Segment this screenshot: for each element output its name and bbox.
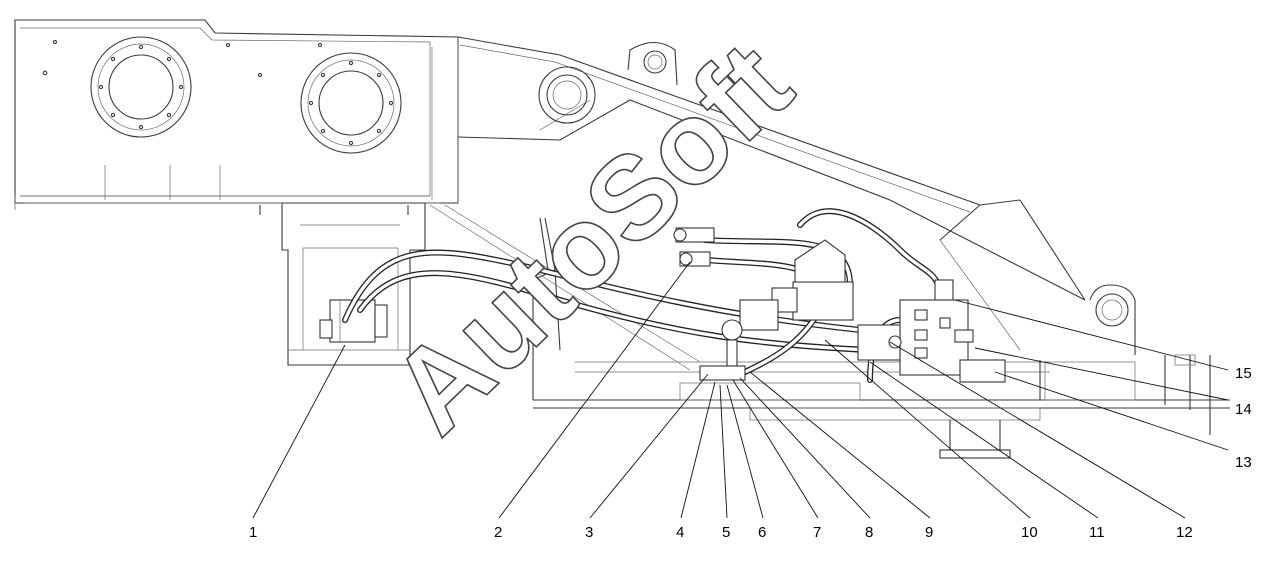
callout-6: 6 bbox=[758, 524, 766, 541]
callout-2: 2 bbox=[494, 524, 502, 541]
hydraulic-pump bbox=[319, 299, 388, 343]
callout-14: 14 bbox=[1235, 401, 1252, 418]
control-valve bbox=[673, 227, 854, 381]
callout-7: 7 bbox=[813, 524, 821, 541]
right-flange bbox=[300, 52, 402, 154]
callout-11: 11 bbox=[1089, 524, 1105, 541]
leader-lines bbox=[252, 261, 1229, 519]
valve-block bbox=[857, 279, 1006, 383]
callout-3: 3 bbox=[585, 524, 593, 541]
callout-4: 4 bbox=[676, 524, 684, 541]
callout-10: 10 bbox=[1021, 524, 1038, 541]
callout-13: 13 bbox=[1235, 454, 1252, 471]
callout-1: 1 bbox=[249, 524, 257, 541]
left-bracket bbox=[259, 202, 426, 366]
callout-5: 5 bbox=[722, 524, 730, 541]
left-flange bbox=[90, 36, 192, 138]
boom-arm bbox=[457, 36, 1211, 435]
svg-text:AutoSoft: AutoSoft bbox=[366, 18, 816, 459]
callout-15: 15 bbox=[1235, 365, 1252, 382]
callout-numbers: 1 2 3 4 5 6 7 8 9 10 11 12 13 14 15 bbox=[249, 365, 1252, 541]
watermark: AutoSoft bbox=[366, 17, 818, 460]
callout-8: 8 bbox=[865, 524, 873, 541]
callout-12: 12 bbox=[1176, 524, 1193, 541]
callout-9: 9 bbox=[925, 524, 933, 541]
upper-box-frame bbox=[14, 19, 459, 210]
